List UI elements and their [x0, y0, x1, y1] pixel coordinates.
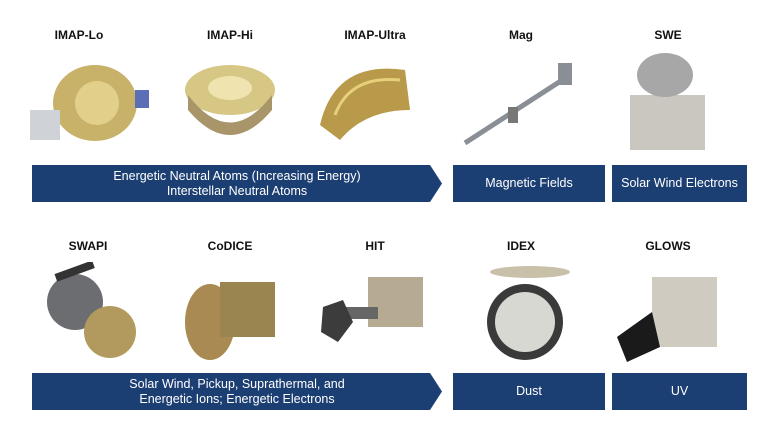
banner-solar-wind-ions: Solar Wind, Pickup, Suprathermal, and En…	[32, 373, 442, 410]
banner-line-1: Energetic Neutral Atoms (Increasing Ener…	[113, 168, 361, 183]
banner-dust: Dust	[453, 373, 605, 410]
banner-line-2: Energetic Ions; Energetic Electrons	[139, 391, 335, 406]
swe-image	[630, 53, 705, 150]
title-mag: Mag	[509, 28, 533, 42]
banner-line-2: Interstellar Neutral Atoms	[166, 183, 308, 198]
title-hit: HIT	[365, 239, 385, 253]
codice-image	[185, 282, 275, 360]
idex-image	[487, 266, 570, 360]
imap-hi-image	[185, 65, 275, 135]
title-codice: CoDICE	[207, 239, 253, 253]
title-imap-hi: IMAP-Hi	[207, 28, 253, 42]
title-swapi: SWAPI	[68, 239, 108, 253]
title-swe: SWE	[654, 28, 682, 42]
title-imap-ultra: IMAP-Ultra	[344, 28, 406, 42]
hit-image	[321, 277, 423, 342]
imap-ultra-image	[320, 68, 410, 140]
title-imap-lo: IMAP-Lo	[54, 28, 104, 42]
mag-image	[463, 63, 572, 146]
banner-uv: UV	[612, 373, 747, 410]
banner-energetic-neutral-atoms: Energetic Neutral Atoms (Increasing Ener…	[32, 165, 442, 202]
title-glows: GLOWS	[645, 239, 691, 253]
title-idex: IDEX	[506, 239, 535, 253]
imap-lo-image	[30, 65, 149, 141]
glows-image	[617, 277, 717, 362]
banner-solar-wind-electrons: Solar Wind Electrons	[612, 165, 747, 202]
swapi-image	[47, 262, 136, 358]
banner-line-1: Solar Wind, Pickup, Suprathermal, and	[129, 376, 345, 391]
banner-magnetic-fields: Magnetic Fields	[453, 165, 605, 202]
